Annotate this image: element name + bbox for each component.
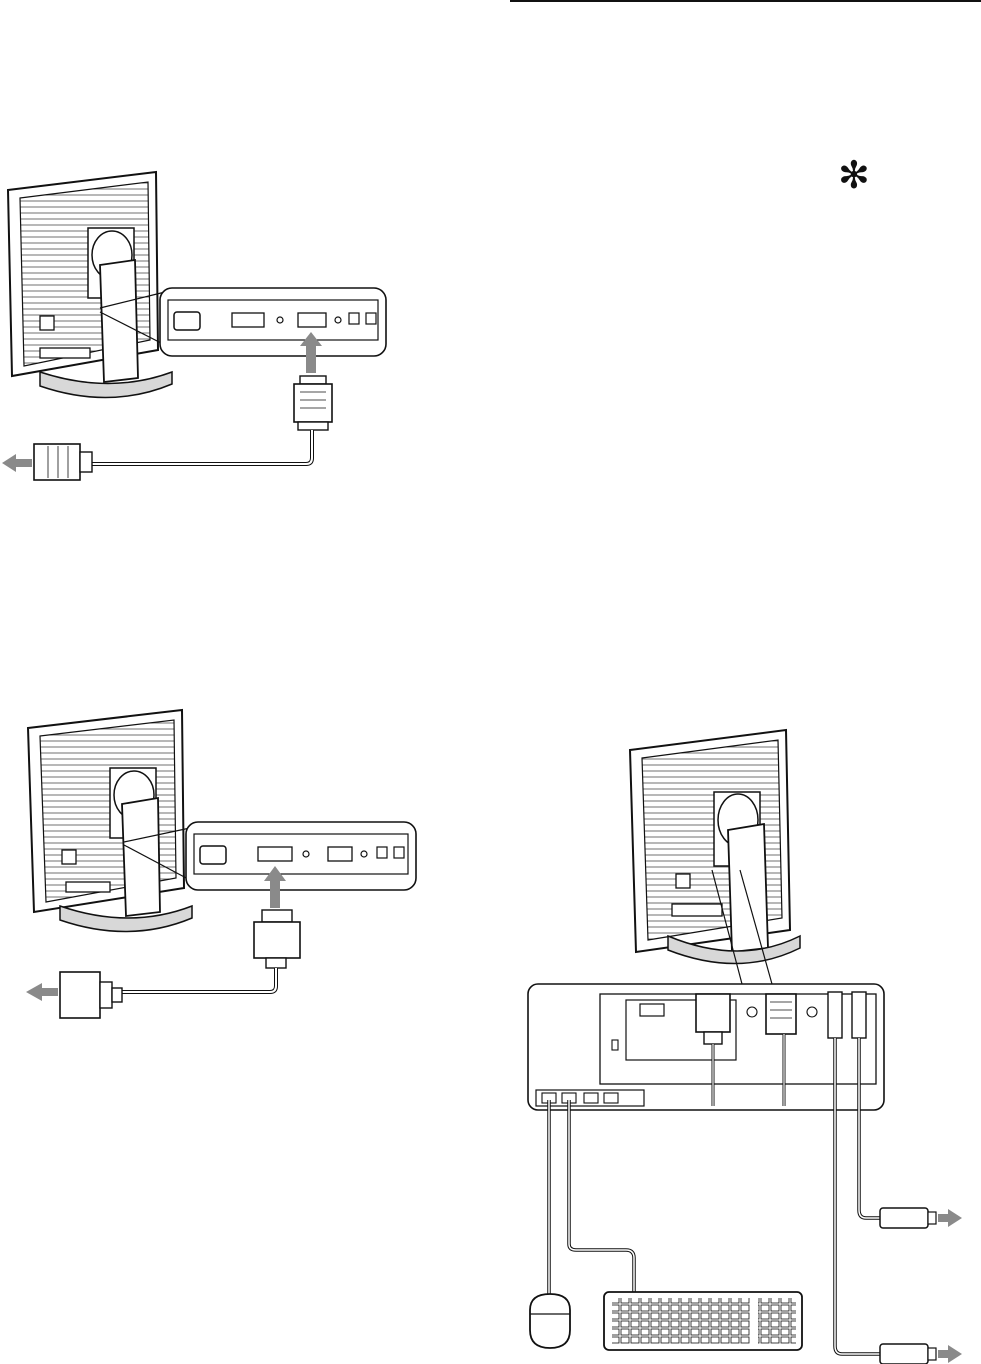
to-computer-arrow-icon [2, 454, 32, 472]
usb-device-arrow-icon [938, 1345, 962, 1363]
hd15-plug-icon [294, 376, 332, 430]
hd15-plug-icon [34, 444, 92, 480]
connector-panel [160, 288, 386, 356]
usb-plug-icon [880, 1344, 936, 1364]
dvi-plug-icon [254, 910, 300, 968]
connector-panel [186, 822, 416, 890]
monitor-rear-icon [28, 710, 192, 932]
to-computer-arrow-icon [26, 983, 58, 1001]
dvi-plug-icon [60, 972, 122, 1018]
monitor-rear-icon [8, 172, 172, 398]
monitor-rear-icon [630, 730, 800, 984]
keyboard-icon [604, 1292, 802, 1350]
usb-plug-icon [880, 1208, 936, 1228]
mouse-icon [530, 1294, 570, 1348]
computer-rear-panel [528, 984, 884, 1110]
usb-device-arrow-icon [938, 1209, 962, 1227]
